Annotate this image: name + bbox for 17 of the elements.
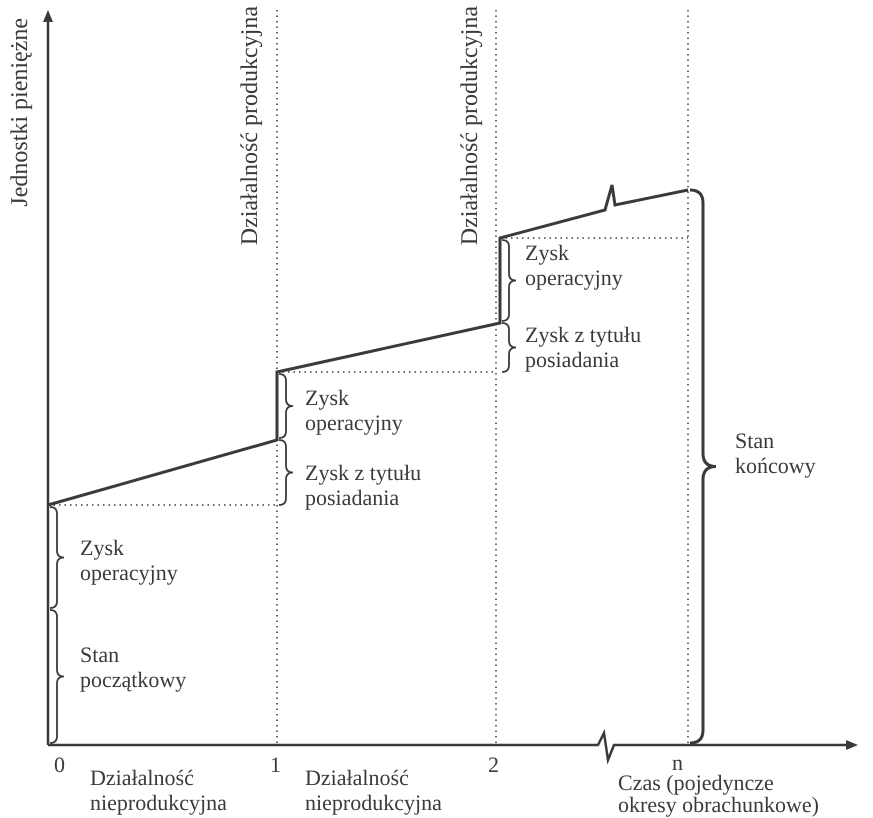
segment-label: Zysk z tytułu posiadania bbox=[525, 322, 642, 372]
segment-label: Stan końcowy bbox=[735, 428, 817, 478]
segment-label: Zysk z tytułu posiadania bbox=[305, 460, 422, 510]
region-label: Działalność nieprodukcyjna bbox=[90, 765, 228, 815]
axis-title: Czas (pojedyncze okresy obrachunkowe) bbox=[618, 772, 820, 816]
tick-label: n bbox=[672, 750, 683, 775]
segment-label: Zysk operacyjny bbox=[80, 535, 179, 585]
tick-label: 0 bbox=[54, 752, 65, 777]
tick-label: 2 bbox=[488, 752, 499, 777]
axis-title: Jednostki pieniężne bbox=[8, 18, 33, 207]
segment-label: Zysk operacyjny bbox=[305, 385, 404, 435]
region-label: Działalność produkcyjna bbox=[458, 6, 483, 246]
segment-label: Stan początkowy bbox=[80, 642, 188, 692]
region-label: Działalność produkcyjna bbox=[238, 6, 263, 246]
segment-label: Zysk operacyjny bbox=[525, 240, 624, 290]
tick-label: 1 bbox=[270, 752, 281, 777]
region-label: Działalność nieprodukcyjna bbox=[305, 765, 443, 815]
